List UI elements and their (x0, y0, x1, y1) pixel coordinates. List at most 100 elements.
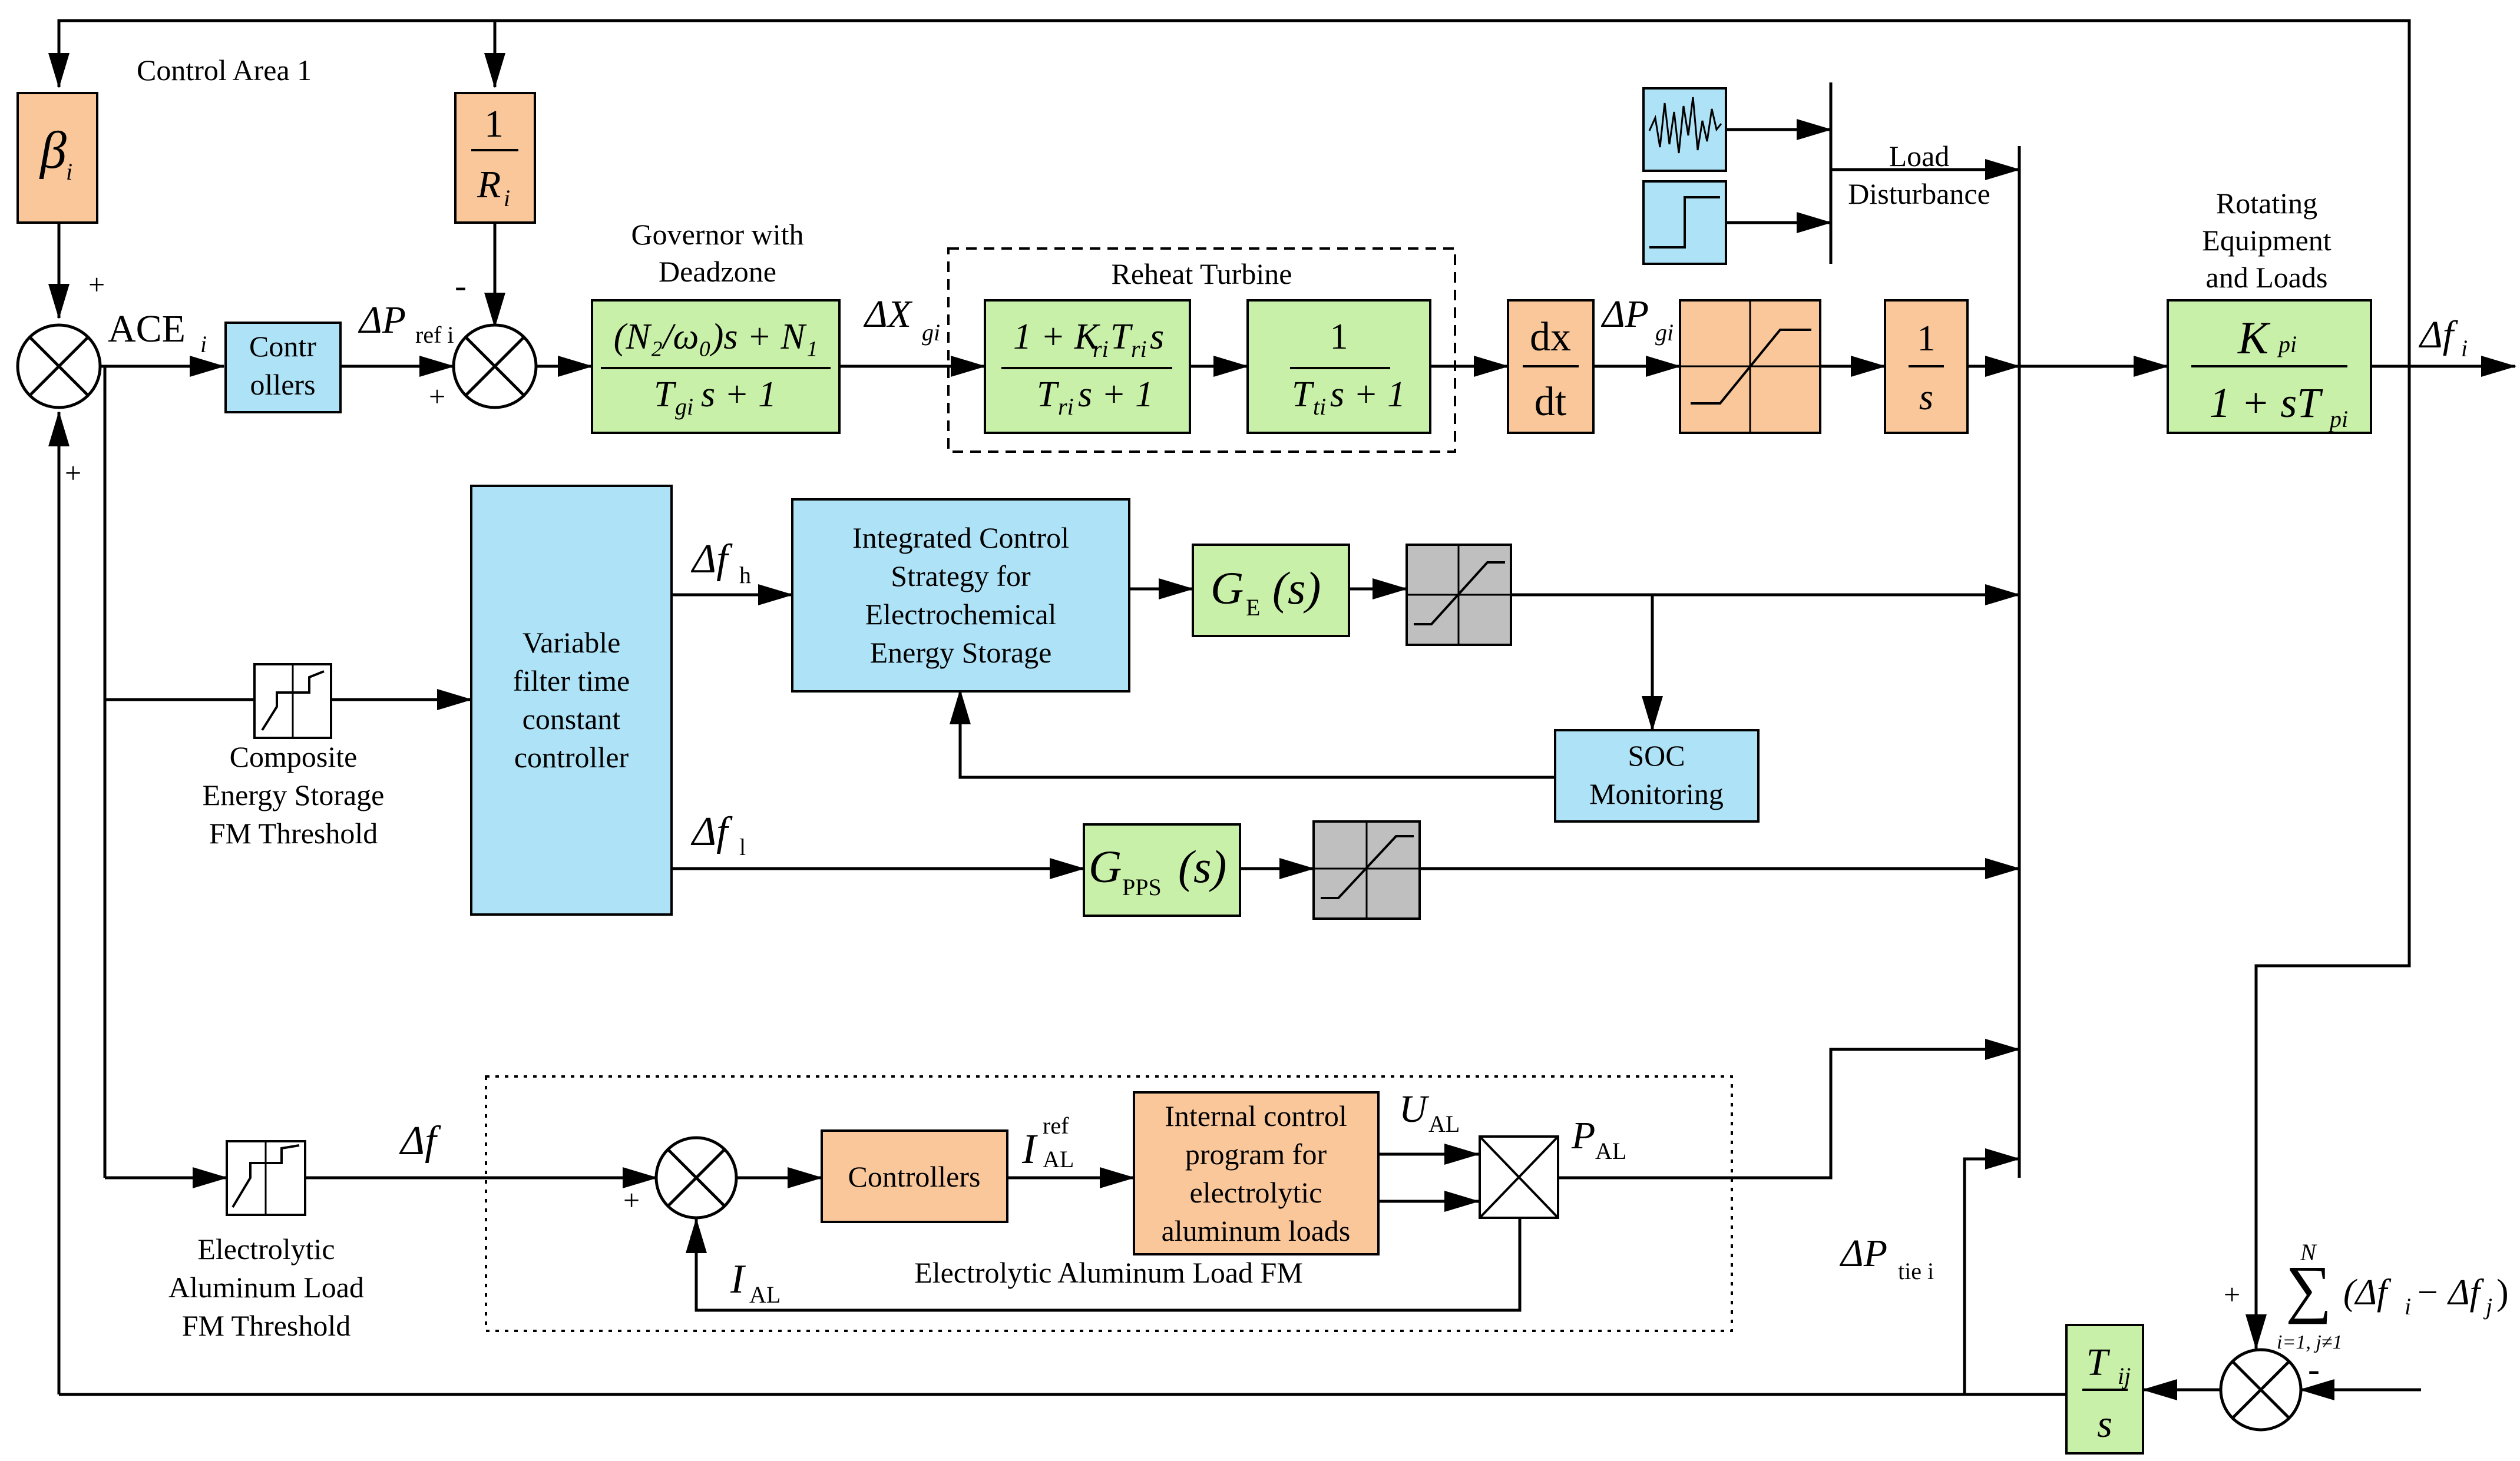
composite-caption-1: Composite (230, 740, 358, 773)
rotating-title-1: Rotating (2216, 187, 2317, 220)
reheat-num-rest: s (1150, 317, 1164, 357)
tie-summing-junction (2219, 1348, 2303, 1432)
governor-summing-junction (452, 323, 538, 409)
reheat-num: 1 + K (1013, 317, 1101, 357)
turbine-block[interactable] (1246, 299, 1431, 434)
reheat-turbine-group (947, 247, 1456, 453)
pps-saturation-block[interactable] (1312, 820, 1421, 920)
al-fm-label: Electrolytic Aluminum Load FM (914, 1256, 1303, 1289)
internal-1: Internal control (1165, 1099, 1347, 1132)
pal-label: P (1571, 1114, 1595, 1157)
governor-block[interactable] (591, 299, 841, 434)
reheat-block-1[interactable] (984, 299, 1191, 434)
ial-sub: AL (749, 1281, 781, 1308)
integrated-4: Energy Storage (870, 636, 1052, 669)
rate-limiter-block[interactable] (1679, 299, 1821, 434)
beta-block[interactable] (16, 92, 98, 224)
governor-den-rest: s + 1 (701, 375, 776, 415)
rotating-den: 1 + sT (2210, 379, 2324, 426)
iref-sup: ref (1043, 1112, 1069, 1139)
al-caption-1: Electrolytic (197, 1233, 335, 1265)
controllers-block[interactable] (224, 322, 342, 413)
composite-threshold-block[interactable] (253, 663, 332, 739)
governor-den: T (654, 375, 677, 415)
integrator-block[interactable] (1884, 299, 1969, 434)
sum-top: N (2300, 1239, 2317, 1265)
soc-feedback-wire (950, 689, 1555, 779)
area-label: Control Area 1 (137, 54, 312, 87)
variable-filter-4: controller (514, 741, 629, 774)
dpref-sub: ref i (415, 322, 454, 348)
controllers-line2: ollers (250, 368, 315, 401)
ual-label: U (1399, 1088, 1430, 1131)
turbine-num: 1 (1330, 317, 1348, 357)
integrated-control-block[interactable] (791, 498, 1130, 693)
droop-sub: i (504, 185, 510, 211)
rotating-den-sub: pi (2328, 406, 2348, 432)
derivative-num: dx (1530, 314, 1571, 360)
dxg-label: ΔX (863, 293, 913, 336)
pal-wire (1558, 1039, 2020, 1180)
integrator-den: s (1919, 377, 1933, 418)
sign-al-plus: + (623, 1184, 640, 1217)
sum-expr: (Δf (2343, 1273, 2392, 1313)
internal-2: program for (1185, 1138, 1327, 1171)
df-al-label: Δf (399, 1118, 441, 1164)
dfh-sub: h (739, 562, 751, 588)
signal-wires (48, 19, 2516, 1400)
dptie-wire (1963, 1148, 2066, 1396)
sign-dpref-plus: + (429, 380, 445, 413)
dfl-sub: l (739, 834, 746, 860)
controllers-line1: Contr (249, 330, 316, 363)
tij-num: T (2086, 1341, 2111, 1384)
ge-block[interactable] (1192, 544, 1350, 637)
composite-caption-2: Energy Storage (203, 778, 385, 811)
internal-control-block[interactable] (1133, 1091, 1380, 1255)
beta-symbol: β (39, 121, 67, 180)
variable-filter-block[interactable] (470, 485, 673, 916)
reheat-num-sub2: ri (1131, 336, 1147, 362)
al-caption-2: Aluminum Load (168, 1271, 364, 1304)
al-summing-junction (654, 1136, 738, 1220)
dptie-sub: tie i (1898, 1258, 1934, 1284)
reheat-num-mid: T (1110, 317, 1133, 357)
multiplier-block[interactable] (1479, 1135, 1559, 1219)
soc-monitoring-block[interactable] (1554, 729, 1760, 823)
sign-tie-plus: + (2224, 1278, 2240, 1311)
ace-label: ACE (108, 307, 186, 350)
ess-saturation-block[interactable] (1405, 544, 1512, 646)
internal-4: aluminum loads (1162, 1214, 1351, 1247)
soc-2: Monitoring (1589, 777, 1724, 810)
governor-den-sub: gi (675, 393, 693, 420)
governor-title-2: Deadzone (659, 255, 776, 288)
sum-sigma: ∑ (2286, 1253, 2332, 1324)
ge-label: G (1211, 562, 1244, 614)
random-load-disturbance[interactable] (1642, 87, 1727, 172)
dptie-label: ΔP (1839, 1232, 1887, 1275)
gpps-block[interactable] (1083, 823, 1241, 917)
turbine-den-sub: ti (1313, 393, 1326, 420)
al-controllers-label: Controllers (848, 1160, 981, 1193)
integrated-1: Integrated Control (852, 521, 1069, 554)
df-to-tie-sum-wire (2245, 366, 2411, 1350)
al-controllers-block[interactable] (821, 1129, 1008, 1223)
reheat-title: Reheat Turbine (1112, 257, 1292, 290)
pal-sub: AL (1595, 1138, 1626, 1164)
ace-summing-junction (16, 323, 102, 409)
integrated-3: Electrochemical (865, 598, 1057, 631)
top-feedback-wire (48, 19, 2411, 366)
step-load-disturbance[interactable] (1642, 180, 1727, 265)
al-threshold-block[interactable] (226, 1140, 306, 1216)
turbine-den: T (1292, 375, 1315, 415)
rotating-num: K (2237, 312, 2271, 363)
droop-block[interactable] (454, 92, 536, 224)
tij-num-sub: ij (2118, 1363, 2131, 1389)
load-disturbance-2: Disturbance (1848, 177, 1990, 210)
sum-mid: − Δf (2415, 1273, 2485, 1313)
al-fm-group (485, 1075, 1733, 1332)
droop-den: R (477, 163, 501, 206)
sum-bottom: i=1, j≠1 (2277, 1331, 2343, 1353)
ace-sub: i (200, 331, 207, 357)
governor-title-1: Governor with (631, 218, 804, 251)
